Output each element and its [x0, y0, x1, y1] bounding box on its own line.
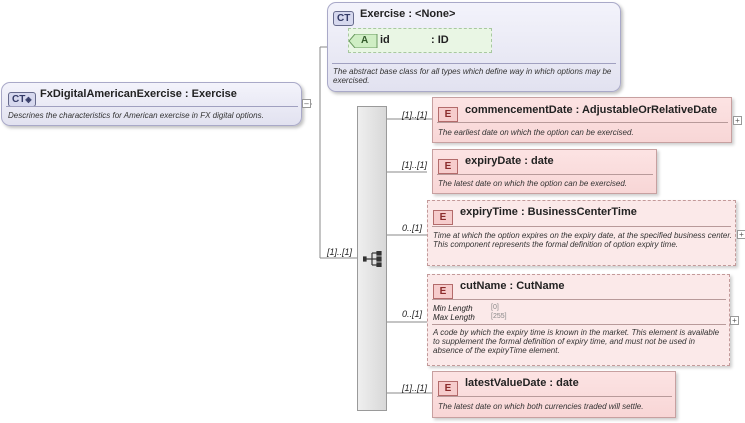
attribute-icon [349, 34, 378, 48]
attribute-type: : ID [431, 34, 449, 46]
element-title: expiryDate : date [465, 155, 554, 167]
root-title: FxDigitalAmericanExercise : Exercise [40, 88, 237, 100]
sequence-compositor[interactable] [357, 106, 387, 411]
base-separator [332, 63, 616, 64]
base-ct-badge: CT [333, 8, 355, 26]
attribute-id[interactable]: A id : ID [348, 28, 492, 53]
expand-toggle[interactable]: + [730, 316, 739, 325]
element-description: The earliest date on which the option ca… [438, 128, 634, 137]
element-separator [437, 396, 672, 397]
sequence-icon [363, 251, 382, 267]
root-collapse-toggle[interactable]: – [302, 99, 311, 108]
facet-key: Min Length [433, 304, 473, 313]
element-icon: E [433, 207, 453, 225]
base-title: Exercise : <None> [360, 8, 456, 20]
element-icon: E [438, 156, 458, 174]
element-description: A code by which the expiry time is known… [433, 328, 720, 355]
element-cut-name[interactable]: E cutName : CutName Min Length [0] Max L… [427, 274, 730, 366]
element-separator [437, 174, 653, 175]
element-expiry-date[interactable]: E expiryDate : date The latest date on w… [432, 149, 657, 194]
base-description: The abstract base class for all types wh… [333, 67, 612, 85]
element-commencement-date[interactable]: E commencementDate : AdjustableOrRelativ… [432, 97, 732, 143]
attribute-badge: A [361, 35, 369, 46]
facet-value: [255] [491, 313, 507, 320]
element-icon: E [433, 281, 453, 299]
element-latest-value-date[interactable]: E latestValueDate : date The latest date… [432, 371, 676, 418]
element-multiplicity: [1]..[1] [402, 110, 428, 120]
element-multiplicity: 0..[1] [402, 309, 423, 319]
element-multiplicity: [1]..[1] [402, 160, 428, 170]
element-separator [432, 299, 726, 300]
element-expiry-time[interactable]: E expiryTime : BusinessCenterTime Time a… [427, 200, 736, 266]
element-title: commencementDate : AdjustableOrRelativeD… [465, 104, 718, 116]
root-complex-type[interactable]: CT◈ FxDigitalAmericanExercise : Exercise… [1, 82, 302, 126]
element-description: The latest date on which both currencies… [438, 402, 644, 411]
facet-key: Max Length [433, 313, 475, 322]
root-separator [6, 106, 298, 107]
element-icon: E [438, 104, 458, 122]
element-icon: E [438, 378, 458, 396]
element-title: expiryTime : BusinessCenterTime [460, 206, 637, 218]
expand-toggle[interactable]: + [737, 230, 745, 239]
complex-type-icon: CT◈ [8, 92, 36, 107]
element-multiplicity: [1]..[1] [402, 383, 428, 393]
base-complex-type[interactable]: CT Exercise : <None> A id : ID The abstr… [327, 2, 621, 92]
element-title: latestValueDate : date [465, 377, 579, 389]
element-description: The latest date on which the option can … [438, 179, 628, 188]
sequence-multiplicity: [1]..[1] [327, 247, 353, 257]
complex-type-icon: CT [333, 11, 355, 26]
element-multiplicity: 0..[1] [402, 223, 423, 233]
root-description: Descrines the characteristics for Americ… [8, 111, 264, 120]
element-separator [432, 324, 726, 325]
attribute-name: id [380, 34, 390, 46]
element-title: cutName : CutName [460, 280, 565, 292]
expand-toggle[interactable]: + [733, 116, 742, 125]
root-ct-badge: CT◈ [8, 89, 36, 107]
element-description: Time at which the option expires on the … [433, 231, 732, 249]
element-separator [432, 226, 731, 227]
element-separator [437, 122, 728, 123]
facet-value: [0] [491, 304, 499, 311]
